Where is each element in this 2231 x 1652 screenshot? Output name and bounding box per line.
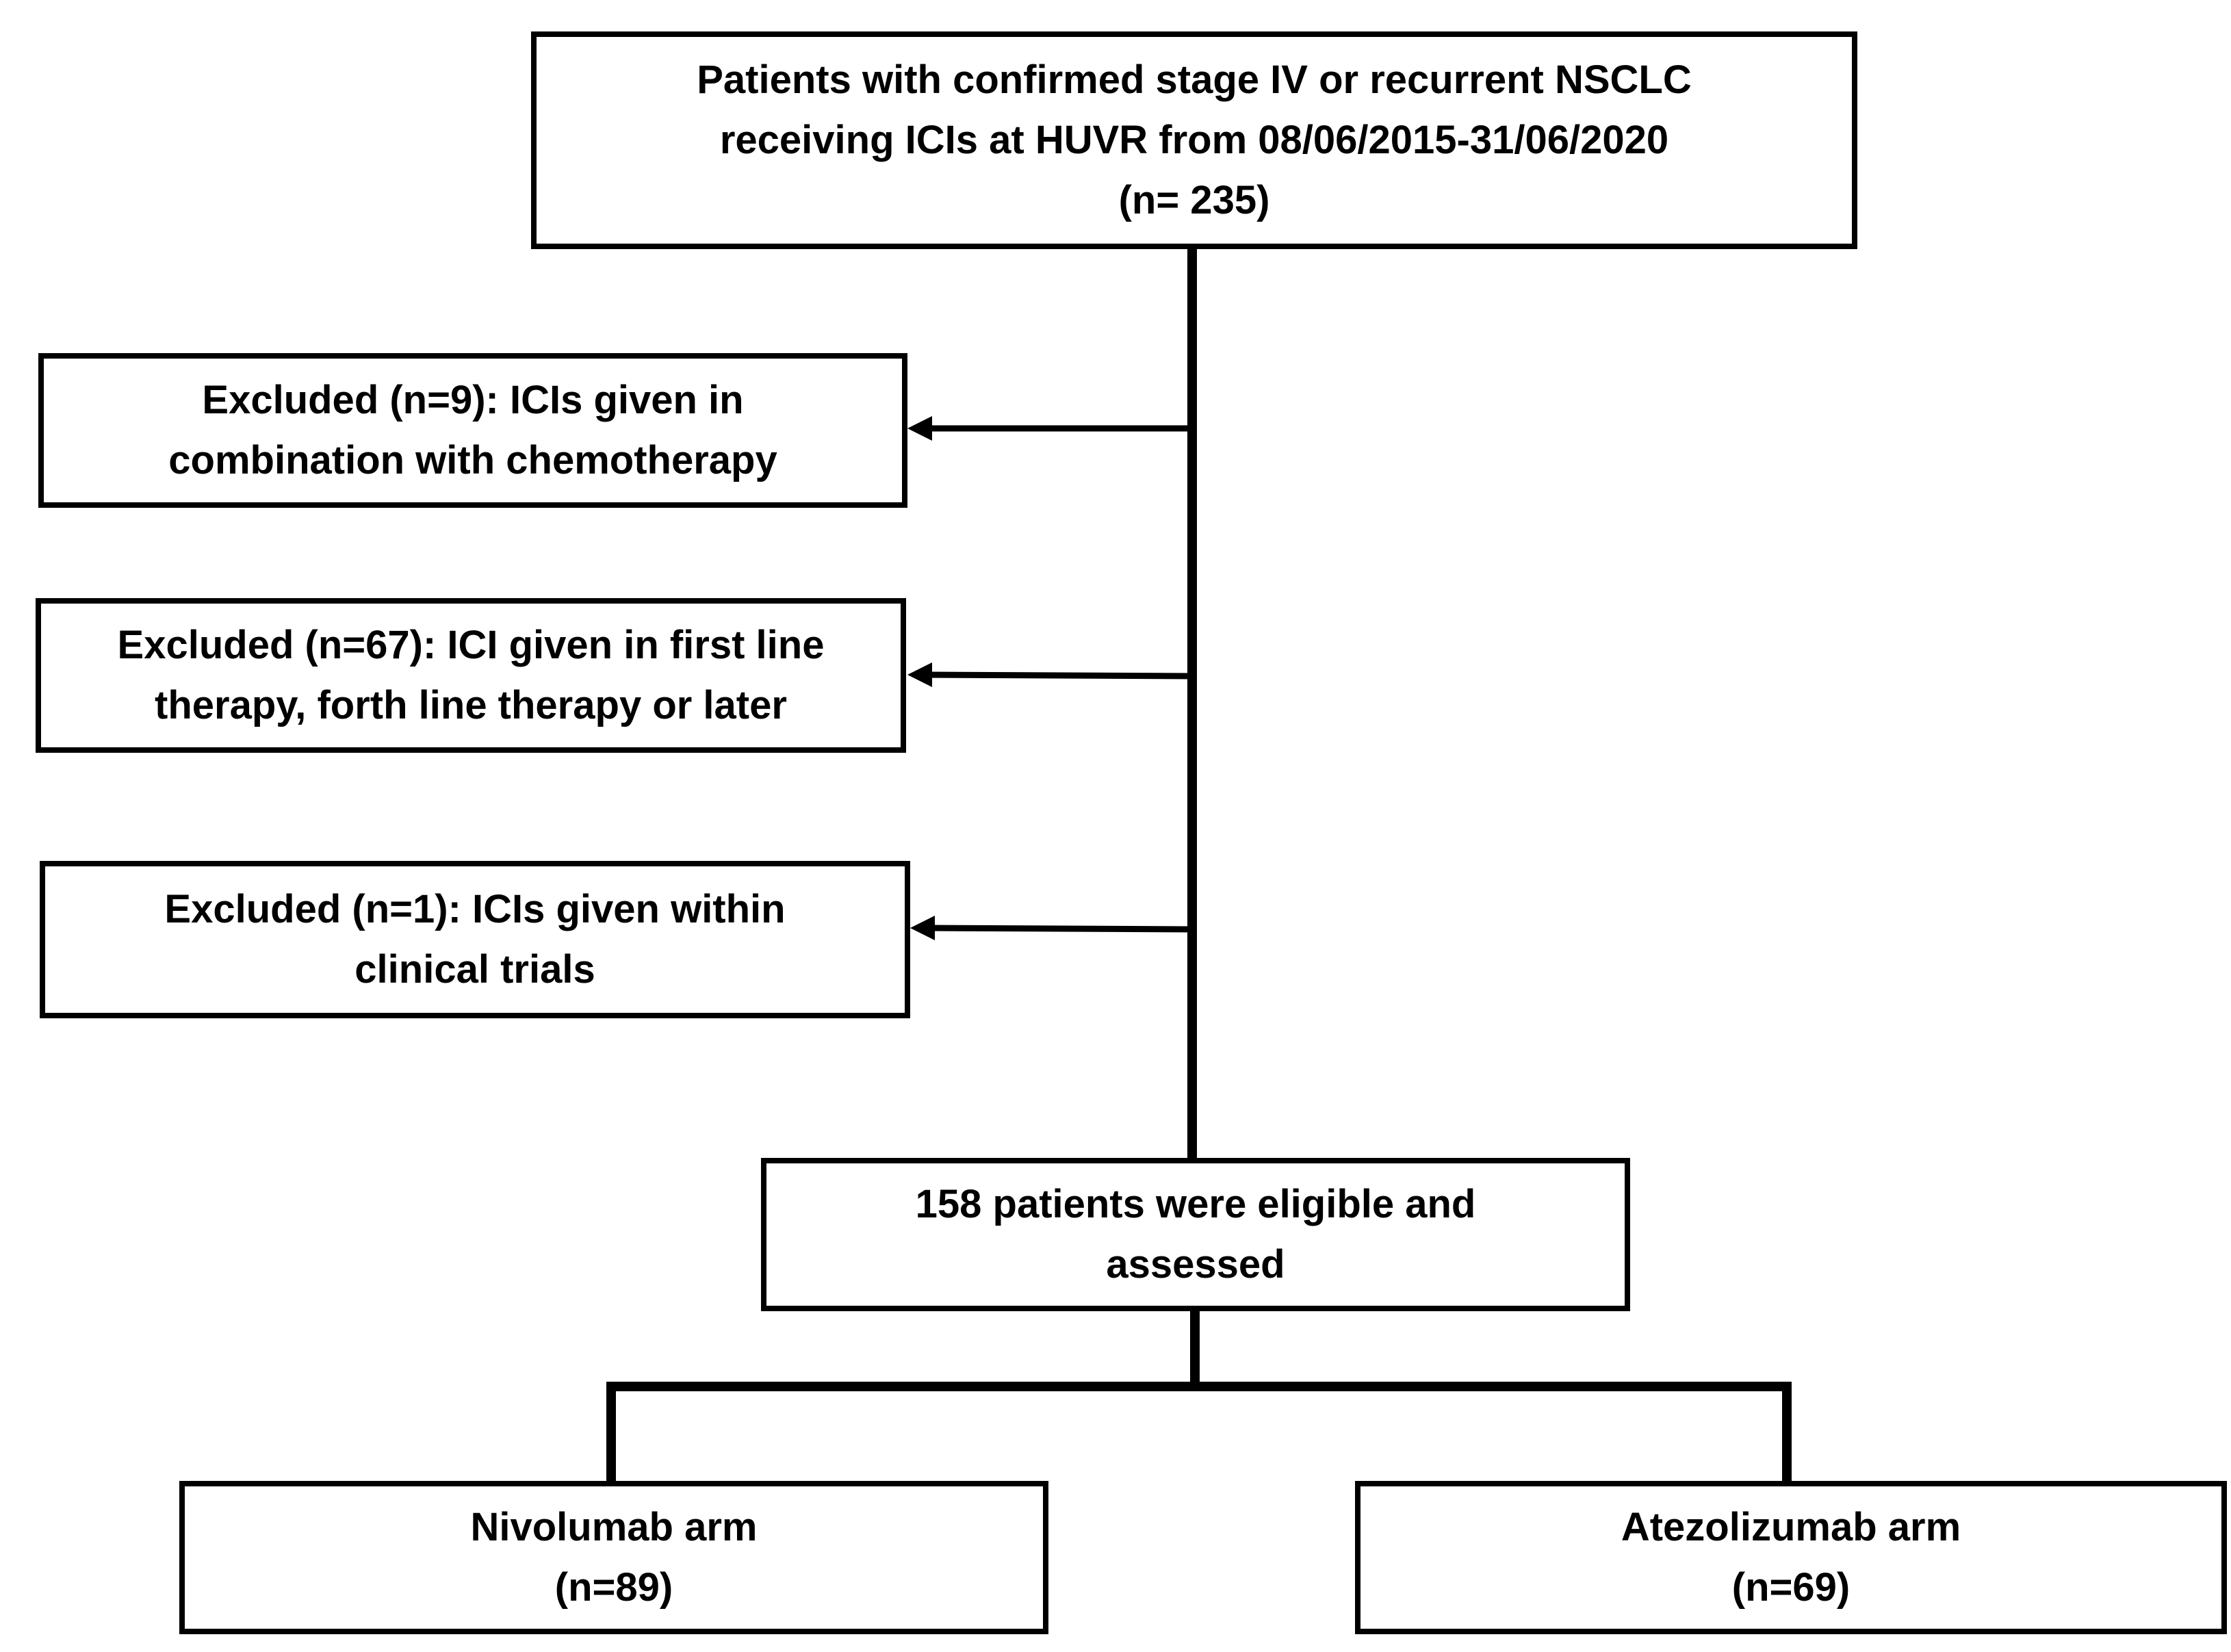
exclusion-3-line-2: clinical trials — [354, 947, 595, 992]
exclusion-arrow-1-head — [907, 416, 932, 441]
atezolizumab-arm-count: (n=69) — [1731, 1565, 1850, 1610]
nivolumab-arm-box: Nivolumab arm (n=89) — [179, 1481, 1048, 1634]
atezolizumab-arm-label: Atezolizumab arm — [1621, 1505, 1961, 1549]
exclusion-box-chemotherapy: Excluded (n=9): ICIs given in combinatio… — [38, 353, 907, 508]
study-population-line-1: Patients with confirmed stage IV or recu… — [697, 57, 1692, 102]
eligible-line-1: 158 patients were eligible and — [915, 1182, 1476, 1226]
eligible-patients-box: 158 patients were eligible and assessed — [761, 1158, 1630, 1311]
exclusion-2-line-1: Excluded (n=67): ICI given in first line — [117, 623, 825, 667]
study-population-count: (n= 235) — [1118, 178, 1270, 222]
exclusion-box-therapy-line: Excluded (n=67): ICI given in first line… — [36, 598, 906, 753]
study-population-line-2: receiving ICIs at HUVR from 08/06/2015-3… — [719, 118, 1669, 162]
exclusion-arrow-3-head — [910, 916, 935, 940]
study-population-box: Patients with confirmed stage IV or recu… — [531, 31, 1857, 249]
nivolumab-arm-label: Nivolumab arm — [470, 1505, 758, 1549]
nivolumab-arm-count: (n=89) — [554, 1565, 673, 1610]
exclusion-arrow-3-line — [927, 925, 1193, 933]
exclusion-3-line-1: Excluded (n=1): ICIs given within — [164, 887, 786, 931]
exclusion-box-clinical-trials: Excluded (n=1): ICIs given within clinic… — [40, 861, 910, 1018]
exclusion-arrow-2-head — [907, 662, 932, 687]
atezolizumab-arm-box: Atezolizumab arm (n=69) — [1355, 1481, 2227, 1634]
eligible-line-2: assessed — [1106, 1242, 1285, 1287]
exclusion-2-line-2: therapy, forth line therapy or later — [155, 683, 787, 727]
exclusion-1-line-1: Excluded (n=9): ICIs given in — [202, 378, 744, 422]
exclusion-1-line-2: combination with chemotherapy — [168, 438, 777, 482]
exclusion-arrow-2-line — [925, 671, 1197, 680]
